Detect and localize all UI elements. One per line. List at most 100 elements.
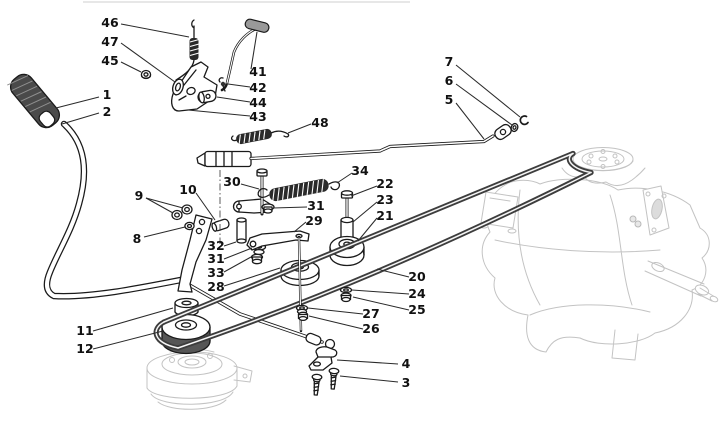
leader-line [120,61,142,73]
part-number-label: 46 [101,15,119,30]
callout-5: 5 [445,92,485,140]
callout-30: 30 [223,174,260,190]
part-number-label: 33 [207,265,224,280]
part-number-label: 7 [445,54,454,69]
part-number-label: 20 [408,269,426,284]
part-number-label: 1 [103,87,112,102]
washer-24-nut-25 [339,286,353,303]
leader-line [61,112,100,125]
leader-line [92,307,174,332]
part-number-label: 28 [207,279,224,294]
callout-31: 31 [207,247,253,266]
part-number-label: 9 [135,188,144,203]
callout-27: 27 [307,306,380,321]
rod-ball-joint [305,332,336,350]
leader-line [240,183,260,190]
part-number-label: 5 [445,92,454,107]
leader-line [227,83,251,88]
part-number-label: 8 [133,231,142,246]
leader-line [352,296,410,311]
part-number-label: 44 [249,95,267,110]
leader-line [287,123,312,134]
part-number-label: 11 [76,323,93,338]
callout-32: 32 [207,238,237,253]
callout-23: 23 [352,192,394,223]
callout-7: 7 [445,54,521,118]
callout-34: 34 [336,163,369,184]
bellcrank-29 [246,230,310,251]
callout-45: 45 [101,53,142,73]
callout-11: 11 [76,307,174,338]
part-number-label: 4 [402,356,411,371]
spring-48 [230,128,290,145]
part-number-label: 43 [249,109,266,124]
leader-line [293,221,307,233]
clutch-ghost [146,348,253,410]
part-number-label: 26 [362,321,380,336]
leader-line [336,172,353,184]
transaxle-pulley-ghost [572,147,634,172]
washer-6 [510,122,519,133]
leader-line [187,109,251,117]
part-number-label: 24 [408,286,426,301]
callout-9: 9 [135,188,184,214]
callout-44: 44 [216,95,267,110]
leader-line [357,217,378,242]
leader-line [223,247,253,260]
transaxle-bracket-ghost [629,185,670,236]
flange-nut-31-upper [261,203,275,214]
drive-belt [153,150,594,351]
callout-24: 24 [351,286,426,301]
leader-line [143,226,186,238]
callout-2: 2 [61,104,112,125]
part-number-label: 34 [351,163,369,178]
leader-line [351,289,410,295]
axle-ghost [644,260,719,303]
part-number-label: 30 [223,174,241,189]
leader-line [350,185,378,197]
callout-10: 10 [179,182,216,221]
spacer-tube-32 [236,217,247,244]
brake-rod [196,123,512,168]
callout-29: 29 [293,213,323,233]
leader-line [145,197,184,209]
part-number-label: 25 [408,302,425,317]
brake-link-rod [184,281,324,344]
part-number-label: 2 [103,104,112,119]
callout-25: 25 [352,296,426,317]
part-number-label: 42 [249,80,266,95]
clamp-bracket-4 [308,346,338,371]
leader-line [376,268,410,278]
leader-line [339,375,399,383]
part-number-label: 31 [207,251,224,266]
washer-47 [171,78,185,96]
part-number-label: 31 [307,198,324,213]
pedal-arm [43,120,190,300]
washer-8 [184,221,195,231]
pedal-pad [7,73,61,129]
part-number-label: 47 [101,34,118,49]
leader-line [55,96,100,109]
screws-3 [311,367,340,396]
washer-27-nut-26 [295,304,309,322]
circlip-7 [519,115,529,126]
nut-45 [140,69,152,80]
pedal-bellcrank-arm [177,214,213,293]
roller-44 [197,89,217,104]
spring-34 [257,178,341,202]
spacer-23 [340,216,354,241]
callout-26: 26 [308,315,380,336]
leader-line [195,192,216,221]
part-number-label: 48 [311,115,328,130]
callout-41: 41 [249,31,267,79]
leader-line [223,267,281,287]
part-number-label: 29 [305,213,322,228]
leader-line [250,31,258,70]
part-number-label: 45 [101,53,118,68]
part-number-label: 23 [376,192,393,207]
callout-46: 46 [101,15,190,38]
callout-48: 48 [287,115,329,134]
leader-line [455,64,521,118]
